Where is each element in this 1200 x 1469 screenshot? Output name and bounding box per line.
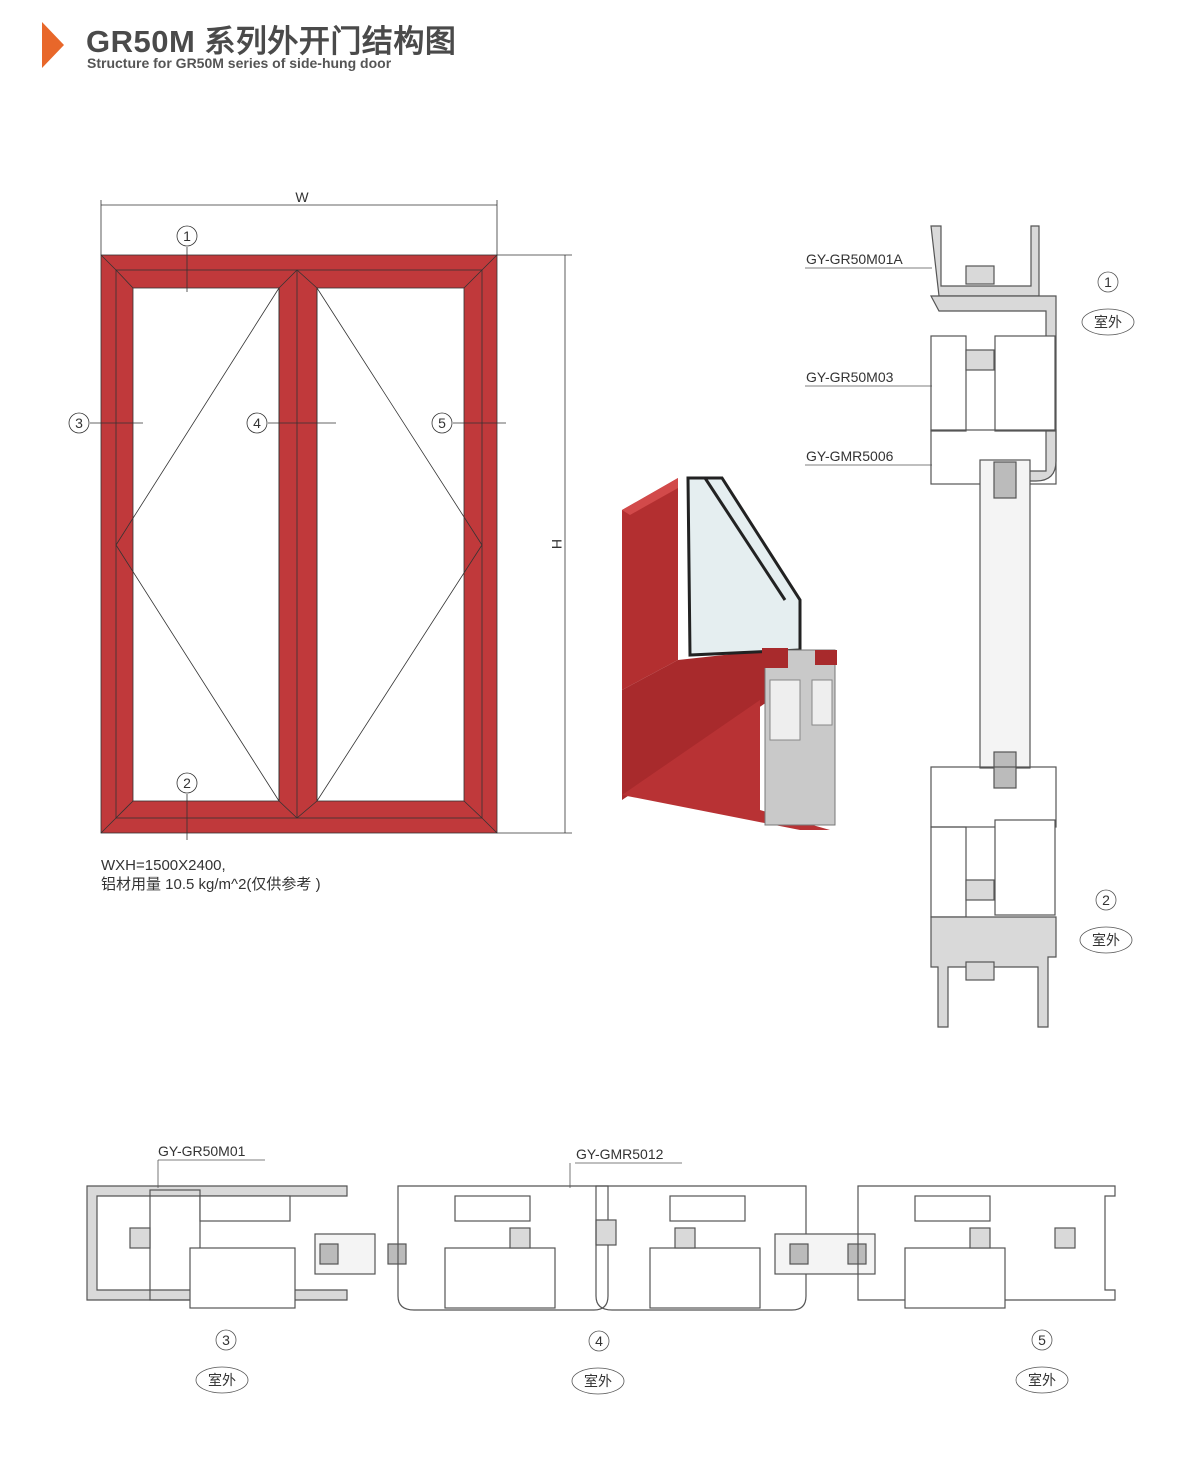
marker-4: 4 [253, 415, 261, 431]
section-marker-3: 3 [222, 1332, 230, 1348]
arrow-icon [42, 22, 64, 68]
profile-label-gmr5006: GY-GMR5006 [806, 448, 894, 464]
vertical-section [930, 225, 1057, 1028]
size-spec: WXH=1500X2400, [101, 857, 226, 874]
profile-label-gr50m01: GY-GR50M01 [158, 1143, 246, 1159]
page-title: GR50M 系列外开门结构图 [86, 24, 457, 59]
marker-3: 3 [75, 415, 83, 431]
section-marker-1: 1 [1104, 274, 1112, 290]
height-label: H [549, 539, 565, 549]
marker-1: 1 [183, 228, 191, 244]
profile-label-gr50m03: GY-GR50M03 [806, 369, 894, 385]
page-subtitle: Structure for GR50M series of side-hung … [87, 55, 392, 71]
width-label: W [295, 189, 309, 205]
spec-note: WXH=1500X2400, 铝材用量 10.5 kg/m^2(仅供参考 ) [101, 856, 321, 894]
outside-label: 室外 [208, 1372, 236, 1388]
profile-render [622, 476, 837, 830]
profile-label-gr50m01a: GY-GR50M01A [806, 251, 903, 267]
profile-label-gmr5012: GY-GMR5012 [576, 1146, 664, 1162]
outside-label: 室外 [1092, 932, 1120, 948]
outside-label: 室外 [1094, 314, 1122, 330]
outside-label: 室外 [584, 1373, 612, 1389]
door-elevation [68, 200, 572, 840]
horizontal-section [86, 1185, 1116, 1311]
marker-5: 5 [438, 415, 446, 431]
outside-label: 室外 [1028, 1372, 1056, 1388]
section-marker-2: 2 [1102, 892, 1110, 908]
section-marker-4: 4 [595, 1333, 603, 1349]
section-marker-5: 5 [1038, 1332, 1046, 1348]
marker-2: 2 [183, 775, 191, 791]
material-usage: 铝材用量 10.5 kg/m^2(仅供参考 ) [101, 876, 321, 893]
